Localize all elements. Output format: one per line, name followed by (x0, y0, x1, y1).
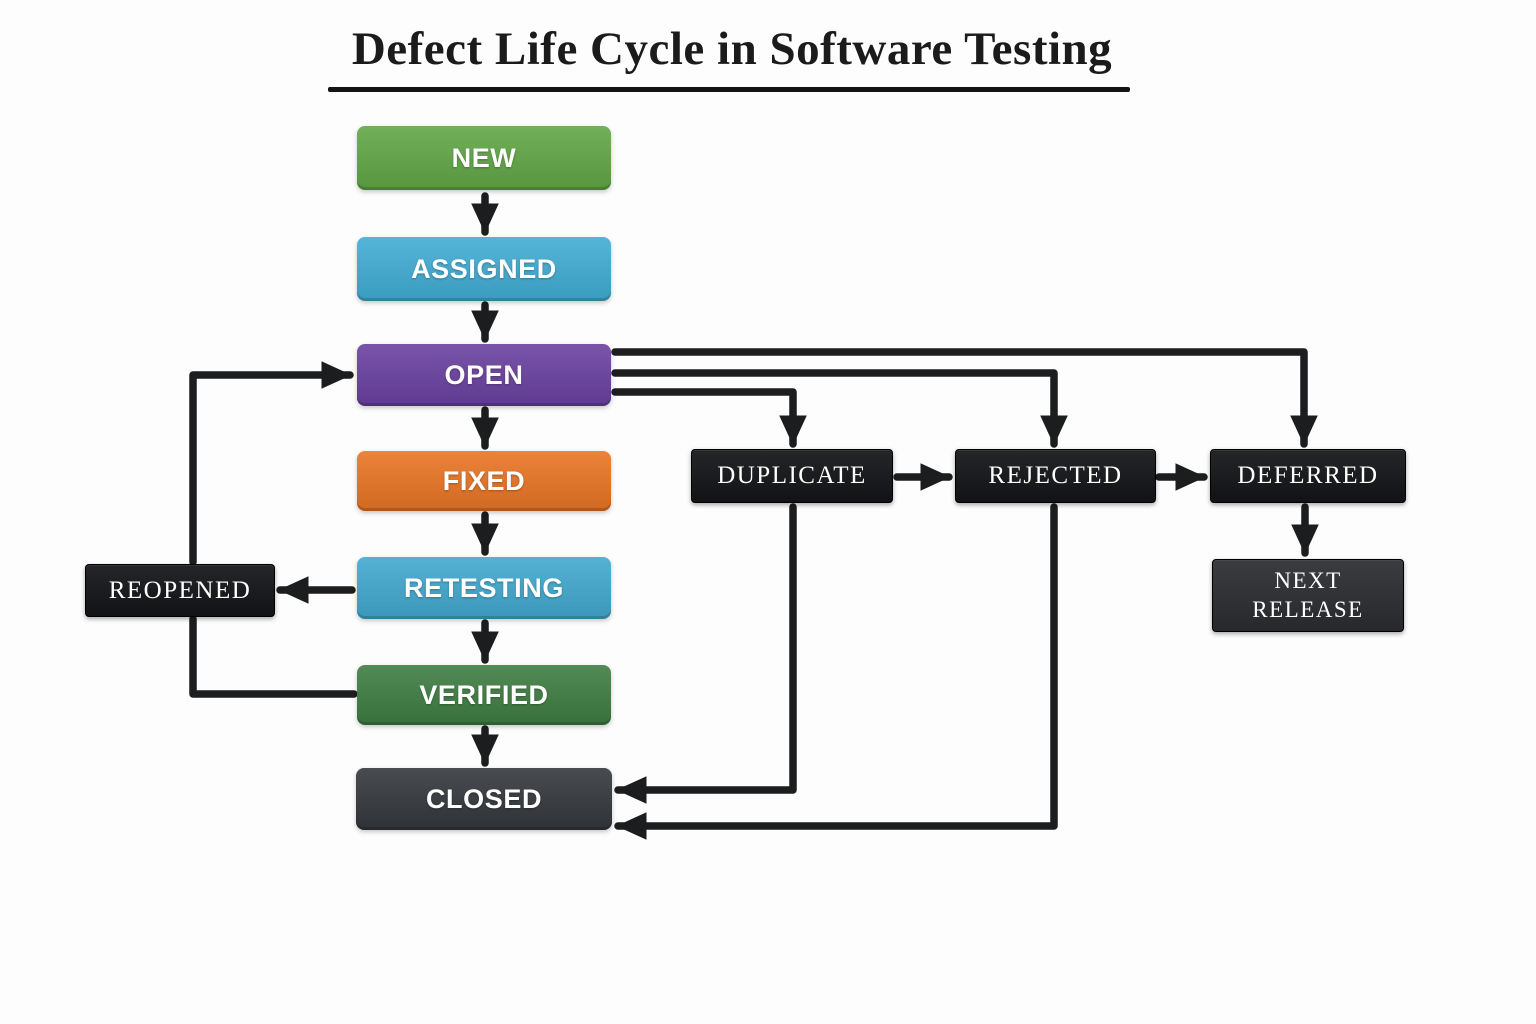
node-label: REJECTED (988, 462, 1123, 489)
node-reopened: REOPENED (85, 564, 275, 617)
edge-open-to-rejected (611, 369, 1068, 448)
node-label: ASSIGNED (411, 253, 557, 284)
edge-duplicate-to-closed (614, 503, 797, 804)
edge-open-to-duplicate (611, 388, 807, 448)
edge-verified-to-reopened (189, 615, 358, 698)
title-underline (328, 87, 1130, 92)
edge-reopened-to-open (189, 361, 354, 566)
node-label: DEFERRED (1237, 462, 1379, 489)
node-open: OPEN (357, 344, 611, 406)
edge-open-to-deferred (611, 348, 1318, 448)
node-label: VERIFIED (419, 679, 549, 710)
node-rejected: REJECTED (955, 449, 1156, 503)
node-label: NEXT RELEASE (1252, 567, 1364, 622)
node-label: CLOSED (425, 783, 543, 814)
edge-rejected-to-closed (614, 503, 1058, 840)
node-label: REOPENED (108, 576, 252, 604)
node-closed: CLOSED (356, 768, 612, 830)
node-deferred: DEFERRED (1210, 449, 1406, 503)
node-duplicate: DUPLICATE (691, 449, 893, 503)
node-label: NEW (451, 142, 517, 173)
diagram-title: Defect Life Cycle in Software Testing (351, 23, 1113, 75)
node-label: OPEN (444, 359, 524, 390)
node-retesting: RETESTING (357, 557, 611, 619)
node-label: RETESTING (404, 572, 564, 603)
node-label: DUPLICATE (717, 462, 867, 489)
node-fixed: FIXED (357, 451, 611, 511)
node-next-release: NEXT RELEASE (1212, 559, 1404, 632)
node-verified: VERIFIED (357, 665, 611, 725)
node-label: FIXED (442, 465, 526, 496)
node-new: NEW (357, 126, 611, 190)
node-assigned: ASSIGNED (357, 237, 611, 301)
